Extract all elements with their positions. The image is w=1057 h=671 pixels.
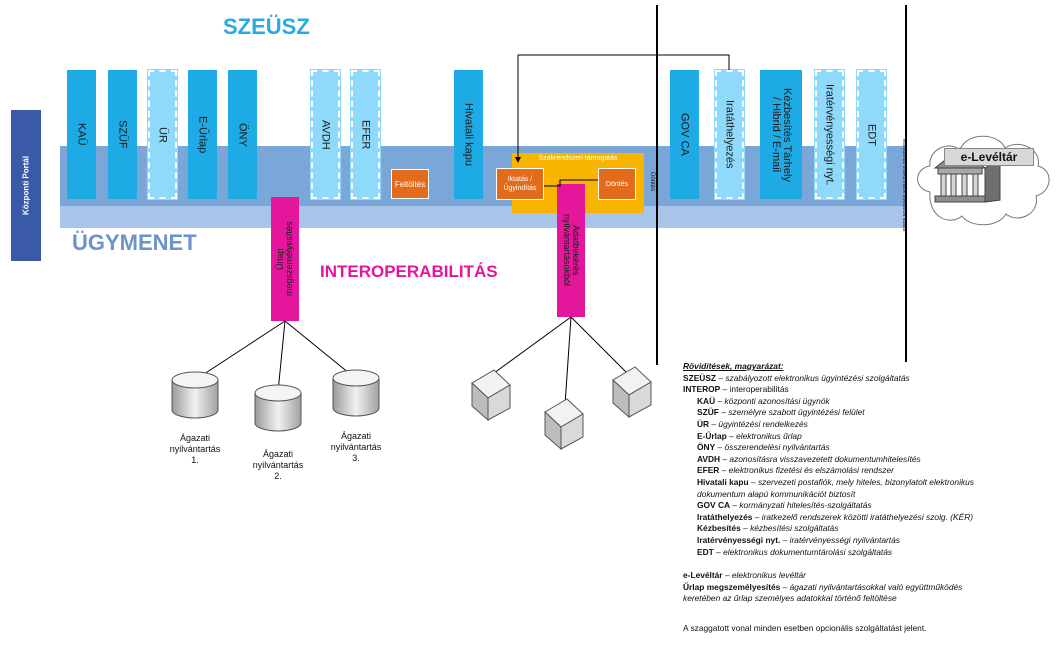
registry-1-label: Ágazati nyilvántartás 1.: [166, 433, 224, 466]
legend-line: E-Űrlap – elektronikus űrlap: [683, 431, 1057, 443]
registry-2-icon: [255, 385, 301, 431]
legend-line: AVDH – azonosításra visszavezetett dokum…: [683, 454, 1057, 466]
legend-line: GOV CA – kormányzati hitelesítés-szolgál…: [683, 500, 1057, 512]
legend-line: SZÜF – személyre szabott ügyintézési fel…: [683, 407, 1057, 419]
legend-line-urlap: Űrlap megszemélyesítés – ágazati nyilván…: [683, 582, 1057, 594]
legend-line: EDT – elektronikus dokumentumtárolási sz…: [683, 547, 1057, 559]
legend-line: KAÜ – központi azonosítási ügynök: [683, 396, 1057, 408]
legend-line: EFER – elektronikus fizetési és elszámol…: [683, 465, 1057, 477]
legend-line-urlap-2: keretében az űrlap személyes adatokkal t…: [683, 593, 1057, 605]
legend-line-szeusz: SZEÜSZ – szabályozott elektronikus ügyin…: [683, 373, 1057, 385]
iratathelyezes-connector: [518, 55, 729, 162]
legend-line: Iratáthelyezés – iratkezelő rendszerek k…: [683, 512, 1057, 524]
data-box-2-icon: [545, 399, 583, 449]
registry-3-icon: [333, 370, 379, 416]
data-box-1-icon: [472, 370, 510, 420]
legend: Rövidítések, magyarázat: SZEÜSZ – szabál…: [683, 361, 1057, 634]
legend-line: dokumentum alapú kommunikációt biztosít: [683, 489, 1057, 501]
legend-line: ÜR – ügyintézési rendelkezés: [683, 419, 1057, 431]
registry-1-icon: [172, 372, 218, 418]
data-box-3-icon: [613, 367, 651, 417]
legend-line: Iratérvényességi nyt. – iratérvényességi…: [683, 535, 1057, 547]
legend-note: A szaggatott vonal minden esetben opcion…: [683, 623, 1057, 635]
legend-line-interop: INTEROP – interoperabilitás: [683, 384, 1057, 396]
legend-line: Hivatali kapu – szervezeti postafiók, me…: [683, 477, 1057, 489]
registry-2-label: Ágazati nyilvántartás 2.: [249, 449, 307, 482]
registry-3-label: Ágazati nyilvántartás 3.: [327, 431, 385, 464]
legend-line: Kézbesítés – kézbesítési szolgáltatás: [683, 523, 1057, 535]
yellow-inner-line: [544, 180, 598, 186]
e-leveltar-label: e-Levéltár: [944, 148, 1034, 166]
legend-heading: Rövidítések, magyarázat:: [683, 361, 1057, 373]
legend-line-eleveltar: e-Levéltár – elektronikus levéltár: [683, 570, 1057, 582]
legend-line: ÖNY – összerendelési nyilvántartás: [683, 442, 1057, 454]
